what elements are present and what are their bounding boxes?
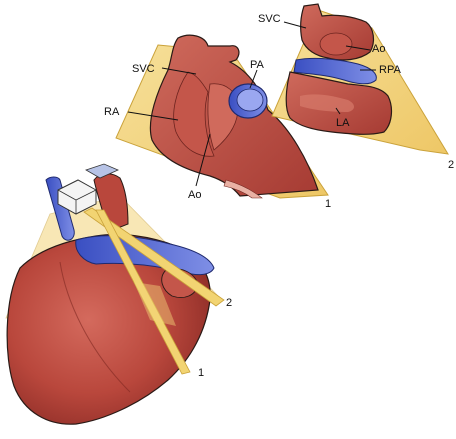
- aorta-section-2: [319, 32, 353, 56]
- label-rpa: RPA: [379, 64, 401, 76]
- transducer-box-top: [85, 163, 119, 179]
- heart-plane-1-inner: [134, 282, 176, 326]
- heart-plane-1-rod: [95, 209, 191, 375]
- pulmonary-artery-lumen: [236, 88, 264, 112]
- plane-number-2: 2: [448, 159, 454, 171]
- section-panel-2: SVC Ao RPA LA 2: [258, 3, 454, 171]
- leader-ao-1: [195, 133, 211, 187]
- label-pa: PA: [250, 59, 265, 71]
- left-atrium-highlight: [300, 94, 354, 112]
- superior-vena-cava: [45, 176, 75, 241]
- leader-svc-2: [283, 21, 307, 29]
- right-pulmonary-artery: [293, 57, 377, 85]
- label-ra: RA: [104, 106, 120, 118]
- label-svc-1: SVC: [132, 63, 155, 75]
- right-atrium-cavity: [173, 71, 215, 157]
- heart-body: [6, 233, 211, 425]
- leader-ra: [127, 111, 179, 121]
- heart-plane-2-rod: [83, 207, 225, 307]
- leader-pa: [249, 69, 258, 89]
- label-svc-2: SVC: [258, 13, 281, 25]
- whole-heart: 2 1: [5, 163, 232, 425]
- upper-vessel-block: [300, 3, 375, 61]
- leader-svc-1: [161, 67, 197, 75]
- label-ao-2: Ao: [372, 43, 385, 55]
- heart-plane-number-2: 2: [226, 297, 232, 309]
- label-la: LA: [336, 117, 350, 129]
- transducer-box: [57, 179, 97, 215]
- label-ao-1: Ao: [188, 189, 201, 201]
- section-panel-1: SVC RA PA Ao 1: [104, 34, 331, 210]
- plane-number-1: 1: [325, 198, 331, 210]
- leader-ao-2: [345, 45, 371, 51]
- heart-plane-number-1: 1: [198, 367, 204, 379]
- leader-la: [335, 107, 341, 115]
- lower-vessel-stripe: [223, 179, 263, 199]
